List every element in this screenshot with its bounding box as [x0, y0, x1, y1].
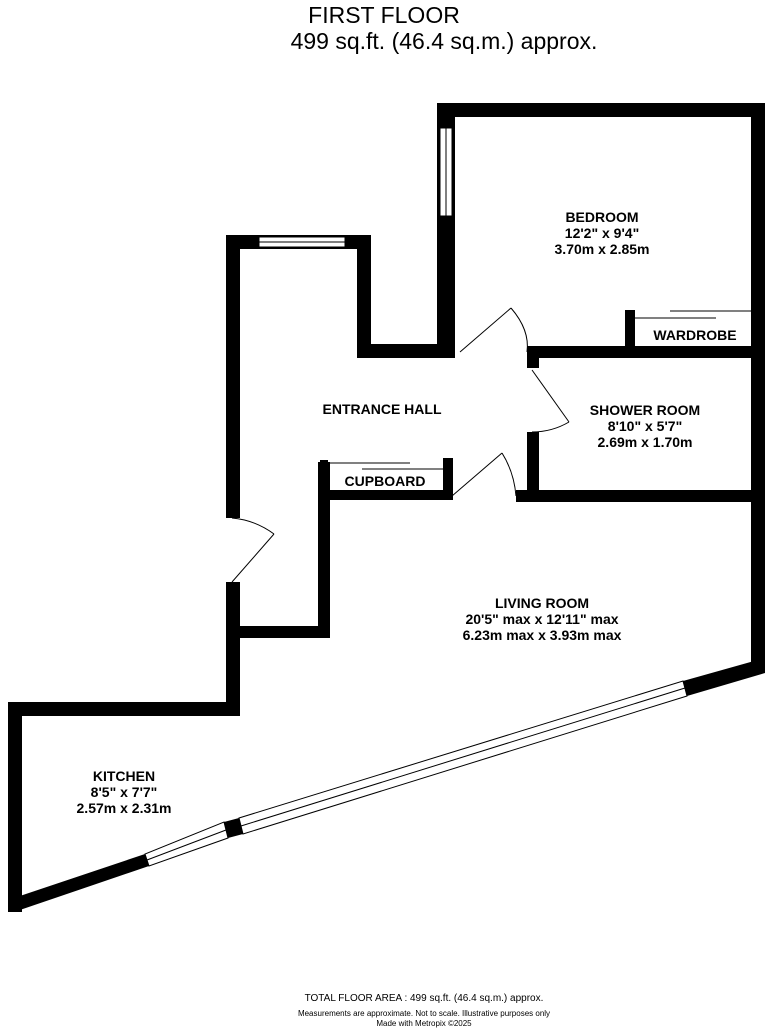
- room-dimensions-metric: 3.70m x 2.85m: [554, 241, 650, 257]
- doors: [231, 307, 751, 583]
- door: [531, 369, 570, 423]
- room-name: ENTRANCE HALL: [322, 401, 442, 417]
- wall: [224, 818, 243, 838]
- door: [231, 533, 275, 583]
- floor-title: FIRST FLOOR: [308, 2, 460, 28]
- room-label-wardrobe: WARDROBE: [640, 327, 750, 343]
- wall: [8, 702, 22, 912]
- room-name: LIVING ROOM: [494, 595, 590, 611]
- room-name: WARDROBE: [653, 327, 737, 343]
- wall: [8, 854, 149, 912]
- footer-made-with: Made with Metropix ©2025: [376, 1019, 472, 1028]
- room-dimensions-metric: 2.69m x 1.70m: [597, 434, 693, 450]
- door: [459, 307, 512, 353]
- wall: [226, 582, 240, 716]
- room-label-shower-room: SHOWER ROOM 8'10" x 5'7" 2.69m x 1.70m: [555, 402, 735, 450]
- wall: [437, 103, 765, 117]
- room-dimensions-metric: 2.57m x 2.31m: [76, 800, 172, 816]
- room-dimensions-imperial: 8'10" x 5'7": [607, 418, 683, 434]
- room-dimensions-imperial: 8'5" x 7'7": [90, 784, 158, 800]
- room-label-entrance-hall: ENTRANCE HALL: [292, 401, 472, 417]
- wall: [318, 490, 453, 500]
- room-label-bedroom: BEDROOM 12'2" x 9'4" 3.70m x 2.85m: [512, 209, 692, 257]
- room-dimensions-imperial: 20'5" max x 12'11" max: [465, 611, 619, 627]
- footer-disclaimer: Measurements are approximate. Not to sca…: [297, 1009, 551, 1018]
- room-name: KITCHEN: [92, 768, 156, 784]
- windows: [144, 127, 688, 867]
- wall: [516, 490, 765, 502]
- room-name: SHOWER ROOM: [589, 402, 701, 418]
- wall: [527, 432, 539, 500]
- room-label-kitchen: KITCHEN 8'5" x 7'7" 2.57m x 2.31m: [34, 768, 214, 816]
- wall: [357, 344, 453, 358]
- wall: [240, 626, 330, 638]
- wall: [443, 458, 453, 500]
- room-dimensions-metric: 6.23m max x 3.93m max: [462, 627, 622, 643]
- wall: [751, 103, 765, 673]
- wall: [226, 235, 240, 518]
- room-name: BEDROOM: [565, 209, 639, 225]
- footer-total-area: TOTAL FLOOR AREA : 499 sq.ft. (46.4 sq.m…: [304, 993, 544, 1004]
- window: [144, 821, 229, 867]
- room-label-living-room: LIVING ROOM 20'5" max x 12'11" max 6.23m…: [432, 595, 652, 643]
- room-name: CUPBOARD: [344, 473, 426, 489]
- wall: [527, 346, 539, 368]
- wall: [320, 460, 328, 490]
- wall: [625, 310, 635, 358]
- room-label-cupboard: CUPBOARD: [330, 473, 440, 489]
- wall: [357, 235, 371, 358]
- wall: [683, 658, 765, 696]
- wall: [8, 702, 240, 716]
- door: [451, 452, 503, 497]
- room-dimensions-imperial: 12'2" x 9'4": [564, 225, 640, 241]
- wall: [318, 462, 330, 638]
- wall: [527, 346, 765, 358]
- floor-area: 499 sq.ft. (46.4 sq.m.) approx.: [290, 28, 598, 54]
